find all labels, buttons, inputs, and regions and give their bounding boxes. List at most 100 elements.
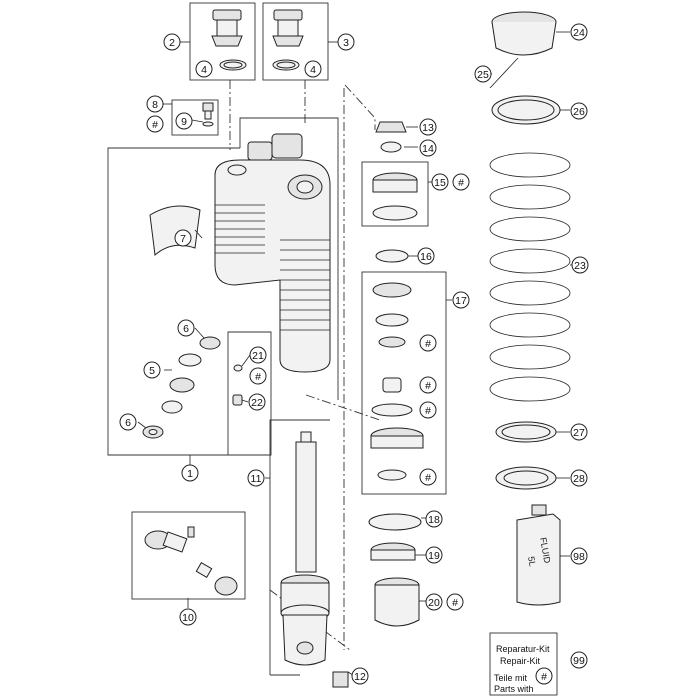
svg-text:18: 18 bbox=[428, 514, 440, 526]
callout-14: 14 bbox=[419, 139, 437, 157]
repair-kit-parts-de: Teile mit bbox=[494, 673, 528, 683]
callout-11: 11 bbox=[247, 469, 265, 487]
svg-text:#: # bbox=[425, 405, 431, 417]
svg-text:13: 13 bbox=[422, 122, 434, 134]
svg-text:#: # bbox=[458, 177, 464, 189]
callout-23: 23 bbox=[571, 256, 589, 274]
callout-10: 10 bbox=[179, 608, 197, 626]
callout-hash-15: # bbox=[452, 173, 470, 191]
svg-text:16: 16 bbox=[420, 251, 432, 263]
callout-98: 98 bbox=[570, 547, 588, 565]
callout-19: 19 bbox=[425, 546, 443, 564]
shock-body bbox=[214, 133, 331, 373]
svg-text:23: 23 bbox=[574, 260, 586, 272]
callout-27: 27 bbox=[570, 423, 588, 441]
callout-7: 7 bbox=[174, 229, 192, 247]
small-screws bbox=[232, 364, 243, 406]
callout-8: 8 bbox=[146, 95, 164, 113]
svg-text:7: 7 bbox=[180, 233, 186, 245]
callout-3: 3 bbox=[337, 33, 355, 51]
callout-5: 5 bbox=[143, 361, 161, 379]
svg-text:19: 19 bbox=[428, 550, 440, 562]
svg-text:14: 14 bbox=[422, 143, 434, 155]
svg-text:#: # bbox=[425, 380, 431, 392]
svg-text:9: 9 bbox=[181, 116, 187, 128]
bearing-assembly bbox=[142, 336, 221, 439]
compression-adjuster bbox=[144, 526, 238, 596]
callout-21: 21 bbox=[249, 346, 267, 364]
callout-24: 24 bbox=[570, 23, 588, 41]
callout-6-bottom: 6 bbox=[119, 413, 137, 431]
fluid-can: FLUID 5L bbox=[516, 504, 561, 606]
svg-text:21: 21 bbox=[252, 350, 264, 362]
callout-4-right: 4 bbox=[304, 60, 322, 78]
reservoir-cap-left bbox=[211, 9, 247, 71]
repair-kit-parts-en: Parts with bbox=[494, 684, 534, 694]
svg-text:#: # bbox=[425, 472, 431, 484]
svg-text:12: 12 bbox=[354, 671, 366, 683]
piston-rod bbox=[280, 431, 349, 688]
svg-text:4: 4 bbox=[310, 64, 316, 76]
callout-25: 25 bbox=[474, 65, 492, 83]
callout-28: 28 bbox=[570, 469, 588, 487]
svg-text:17: 17 bbox=[455, 295, 467, 307]
callout-12: 12 bbox=[351, 667, 369, 685]
callout-hash-21: # bbox=[249, 367, 267, 385]
fluid-can-volume: 5L bbox=[526, 556, 538, 568]
repair-kit-label-de: Reparatur-Kit bbox=[496, 644, 550, 654]
spring-assembly bbox=[489, 11, 571, 490]
svg-text:#: # bbox=[152, 119, 158, 131]
callout-hash-17a: # bbox=[419, 334, 437, 352]
callout-99: 99 bbox=[570, 651, 588, 669]
callout-22: 22 bbox=[248, 393, 266, 411]
callout-hash-8: # bbox=[146, 115, 164, 133]
callout-hash-17b: # bbox=[419, 376, 437, 394]
svg-text:1: 1 bbox=[187, 468, 193, 480]
repair-kit-symbol: # bbox=[541, 671, 547, 683]
bleed-screw bbox=[202, 102, 214, 127]
svg-text:28: 28 bbox=[573, 473, 585, 485]
callout-15: 15 bbox=[431, 173, 449, 191]
callout-hash-20: # bbox=[446, 593, 464, 611]
svg-text:24: 24 bbox=[573, 27, 585, 39]
svg-text:26: 26 bbox=[573, 106, 585, 118]
callout-6-top: 6 bbox=[177, 319, 195, 337]
callout-13: 13 bbox=[419, 118, 437, 136]
seal-head-stack bbox=[368, 121, 424, 627]
callout-18: 18 bbox=[425, 510, 443, 528]
callout-2: 2 bbox=[163, 33, 181, 51]
reservoir-cap-right bbox=[272, 9, 304, 71]
svg-text:#: # bbox=[255, 371, 261, 383]
svg-text:2: 2 bbox=[169, 37, 175, 49]
svg-text:6: 6 bbox=[183, 323, 189, 335]
svg-text:15: 15 bbox=[434, 177, 446, 189]
callout-16: 16 bbox=[417, 247, 435, 265]
callout-9: 9 bbox=[175, 112, 193, 130]
callout-hash-17c: # bbox=[419, 401, 437, 419]
svg-text:11: 11 bbox=[251, 473, 262, 485]
callout-1: 1 bbox=[181, 464, 199, 482]
svg-text:8: 8 bbox=[152, 99, 158, 111]
bump-rubber bbox=[149, 205, 201, 257]
svg-text:5: 5 bbox=[149, 365, 155, 377]
svg-text:99: 99 bbox=[573, 655, 585, 667]
svg-text:25: 25 bbox=[477, 69, 489, 81]
svg-text:#: # bbox=[425, 338, 431, 350]
callout-hash-17d: # bbox=[419, 468, 437, 486]
callout-4-left: 4 bbox=[195, 60, 213, 78]
callout-26: 26 bbox=[570, 102, 588, 120]
callout-17: 17 bbox=[452, 291, 470, 309]
svg-text:3: 3 bbox=[343, 37, 349, 49]
svg-text:27: 27 bbox=[573, 427, 585, 439]
svg-text:22: 22 bbox=[251, 397, 263, 409]
leader-lines bbox=[137, 31, 572, 676]
callout-20: 20 bbox=[425, 593, 443, 611]
svg-text:10: 10 bbox=[182, 612, 194, 624]
repair-kit-label-en: Repair-Kit bbox=[500, 656, 541, 666]
fluid-can-label: FLUID bbox=[538, 537, 552, 565]
svg-text:6: 6 bbox=[125, 417, 131, 429]
svg-text:4: 4 bbox=[201, 64, 207, 76]
svg-text:20: 20 bbox=[428, 597, 440, 609]
repair-kit-note: Reparatur-Kit Repair-Kit Teile mit Parts… bbox=[489, 632, 558, 696]
